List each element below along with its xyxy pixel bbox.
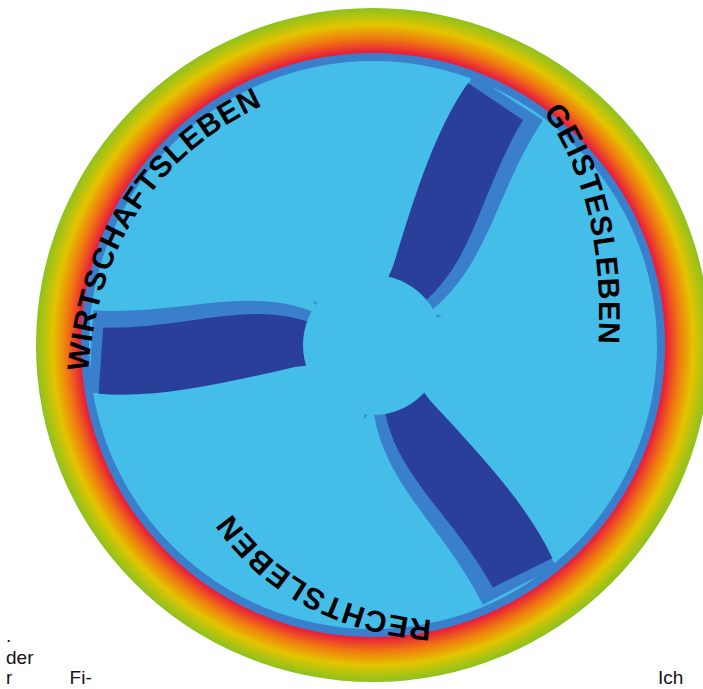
page-text-fragment: Ich xyxy=(658,668,683,687)
sphere-label: GEISTESLEBEN xyxy=(538,97,626,345)
sphere-label: WIRTSCHAFTSLEBEN xyxy=(61,81,266,373)
page-text-fragment: . xyxy=(6,626,11,645)
sphere-label: GEISTESLEBEN xyxy=(538,97,626,345)
page-text-fragment: r Fi- xyxy=(6,668,92,687)
rainbow-ring xyxy=(36,8,703,682)
sphere-label: RECHTSLEBEN xyxy=(209,509,432,647)
swirl xyxy=(54,53,665,637)
sphere-label: RECHTSLEBEN xyxy=(209,509,432,647)
page-text-fragment: der xyxy=(6,648,33,667)
sphere-label: WIRTSCHAFTSLEBEN xyxy=(61,81,266,373)
